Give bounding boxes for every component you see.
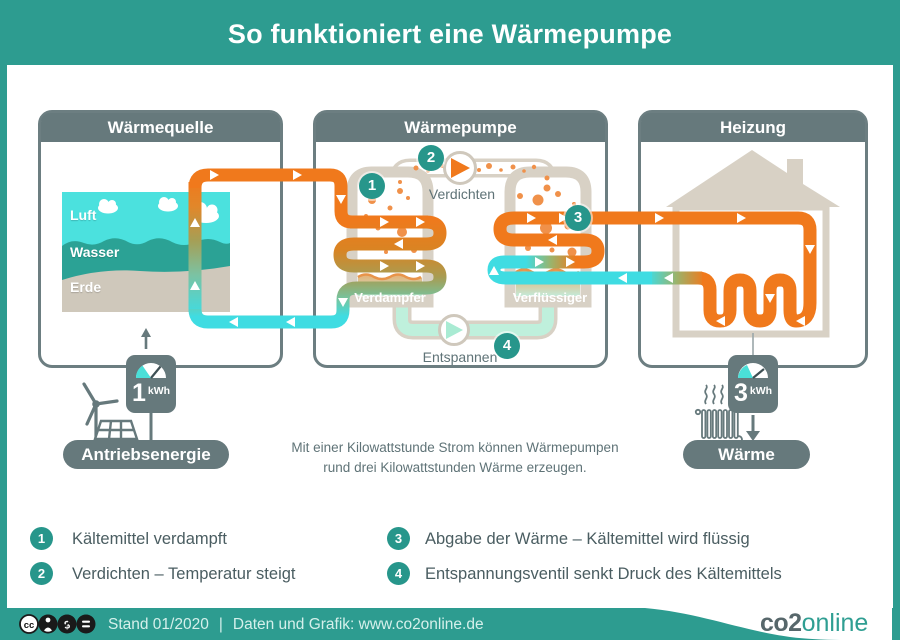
legend-text-4: Entspannungsventil senkt Druck des Kälte…: [425, 565, 782, 583]
efficiency-note: Mit einer Kilowattstunde Strom können Wä…: [285, 438, 625, 477]
layer-label-earth: Erde: [70, 279, 102, 295]
brand-logo-online: online: [801, 609, 869, 637]
legend-badge-1: 1: [30, 527, 53, 550]
cc-license-icons: cc $: [19, 614, 96, 634]
svg-text:cc: cc: [24, 620, 35, 631]
legend-text-3: Abgabe der Wärme – Kältemittel wird flüs…: [425, 530, 750, 548]
cc-nc-icon: $: [57, 614, 77, 634]
footer-credit: Stand 01/2020 | Daten und Grafik: www.co…: [108, 616, 484, 634]
panel-title-heat-pump: Wärmepumpe: [316, 113, 605, 142]
output-value: 3: [733, 379, 748, 407]
badge-step-4: 4: [494, 333, 520, 359]
layer-label-air: Luft: [70, 207, 97, 223]
badge-step-2: 2: [418, 145, 444, 171]
output-unit: kWh: [749, 385, 773, 397]
footer-date: Stand 01/2020: [108, 616, 209, 633]
heat-pill: Wärme: [683, 440, 810, 469]
page-title: So funktioniert eine Wärmepumpe: [227, 19, 673, 49]
gauge-icon: [738, 363, 768, 379]
footer-separator: |: [218, 616, 223, 633]
panel-title-heat-source: Wärmequelle: [41, 113, 280, 142]
badge-step-1: 1: [359, 173, 385, 199]
efficiency-note-line1: Mit einer Kilowattstunde Strom können Wä…: [291, 440, 619, 455]
legend-badge-4: 4: [387, 562, 410, 585]
legend-text-1: Kältemittel verdampft: [72, 530, 227, 548]
drive-energy-pill: Antriebsenergie: [63, 440, 229, 469]
panel-title-heating: Heizung: [641, 113, 865, 142]
compress-label: Verdichten: [428, 186, 496, 202]
panel-heating: Heizung: [638, 110, 868, 368]
panel-heat-pump: Wärmepumpe: [313, 110, 608, 368]
legend-badge-3: 3: [387, 527, 410, 550]
cc-nd-icon: [76, 614, 96, 634]
cc-by-icon: [38, 614, 58, 634]
input-unit: kWh: [147, 385, 171, 397]
cc-icon: cc: [19, 614, 39, 634]
brand-logo-co2: co2: [760, 609, 802, 637]
gauge-icon: [135, 363, 166, 379]
layer-label-water: Wasser: [70, 244, 120, 260]
svg-text:$: $: [64, 620, 70, 632]
footer-source: Daten und Grafik: www.co2online.de: [232, 616, 484, 633]
panel-heat-source: Wärmequelle: [38, 110, 283, 368]
evaporator-label: Verdampfer: [354, 290, 426, 305]
legend-badge-2: 2: [30, 562, 53, 585]
expand-label: Entspannen: [422, 349, 498, 365]
input-value: 1: [131, 379, 146, 407]
efficiency-note-line2: rund drei Kilowattstunden Wärme erzeugen…: [323, 459, 587, 475]
brand-logo: co2online: [760, 609, 868, 638]
badge-step-3: 3: [565, 205, 591, 231]
condenser-label: Verflüssiger: [512, 290, 588, 305]
legend-text-2: Verdichten – Temperatur steigt: [72, 565, 296, 583]
